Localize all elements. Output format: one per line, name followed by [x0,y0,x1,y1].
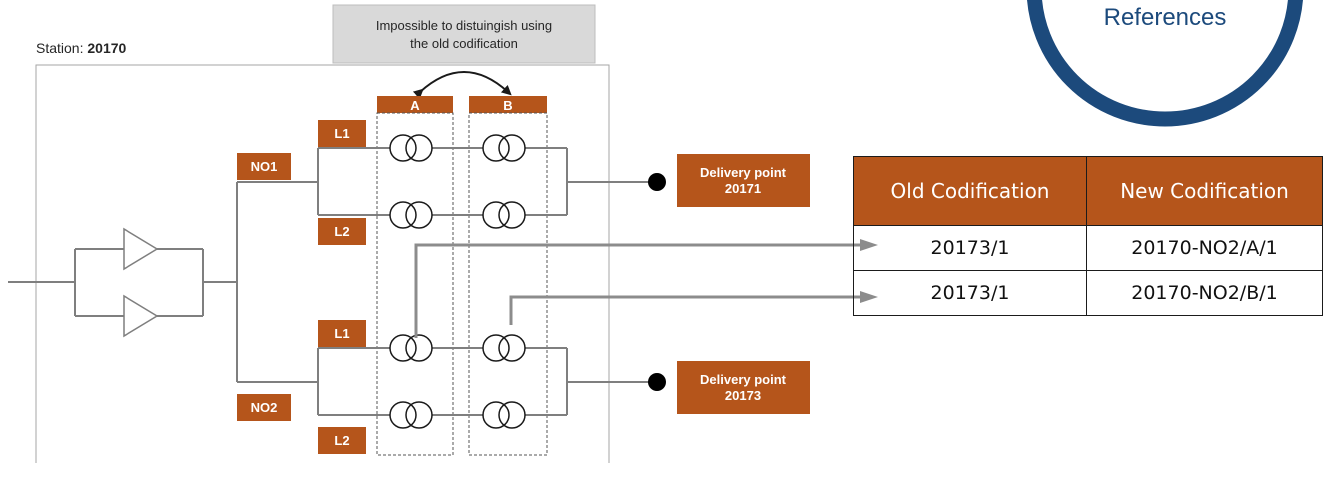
line-label-l1-top: L1 [334,126,349,141]
delivery-point-code-2: 20173 [725,388,761,403]
column-b-tag [469,96,547,113]
table-row: 20173/1 20170-NO2/B/1 [853,270,1323,316]
header-old-codification: Old Codification [853,156,1087,226]
station-frame [35,64,610,463]
transformer-icon [482,334,526,362]
note-line-1: Impossible to distuingish using [376,18,552,33]
note-line-2: the old codification [410,36,518,51]
line-tag-l1-top [318,120,366,147]
feeder-label-no2: NO2 [251,400,278,415]
transformer-icon [482,134,526,162]
delivery-point-label-1: Delivery point [700,165,787,180]
feeder-tag-no1 [237,153,291,180]
old-code-cell: 20173/1 [853,225,1087,271]
delivery-point-code-1: 20171 [725,181,761,196]
station-label: Station: 20170 [36,40,127,56]
transformer-icon [389,401,433,429]
mapping-arrow-b [509,295,860,325]
column-a-box [376,112,454,456]
line-label-l2-top: L2 [334,224,349,239]
feeder-label-no1: NO1 [251,159,278,174]
old-code-cell: 20173/1 [853,270,1087,316]
line-tag-l1-bottom [318,320,366,347]
delivery-point-box-2 [677,361,810,414]
codification-table: Old Codification New Codification 20173/… [853,156,1323,316]
delivery-point-box-1 [677,154,810,207]
note-box [332,4,596,64]
mapping-arrow-a [414,243,860,338]
line-tag-l2-bottom [318,427,366,454]
swap-arrow [412,71,512,100]
mapping-arrows [414,243,860,338]
line-label-l2-bottom: L2 [334,433,349,448]
delivery-point-label-2: Delivery point [700,372,787,387]
transformer-icon [389,134,433,162]
new-code-cell: 20170-NO2/B/1 [1086,270,1323,316]
wiring [8,147,655,416]
column-b-label: B [503,98,512,113]
new-code-cell: 20170-NO2/A/1 [1086,225,1323,271]
line-tag-l2-top [318,218,366,245]
header-new-codification: New Codification [1086,156,1323,226]
column-a-tag [377,96,453,113]
column-b-box [468,112,548,456]
references-label: References [1104,4,1227,31]
triangle-icon [123,294,159,338]
transformer-icon [389,334,433,362]
delivery-node [648,373,666,391]
transformer-icon [482,201,526,229]
table-header-row: Old Codification New Codification [853,156,1323,226]
line-label-l1-bottom: L1 [334,326,349,341]
triangle-icon [123,227,159,271]
references-badge [1027,0,1303,127]
transformer-icon [482,401,526,429]
table-row: 20173/1 20170-NO2/A/1 [853,225,1323,271]
feeder-tag-no2 [237,394,291,421]
transformer-icon [389,201,433,229]
delivery-node [648,173,666,191]
column-a-label: A [410,98,420,113]
